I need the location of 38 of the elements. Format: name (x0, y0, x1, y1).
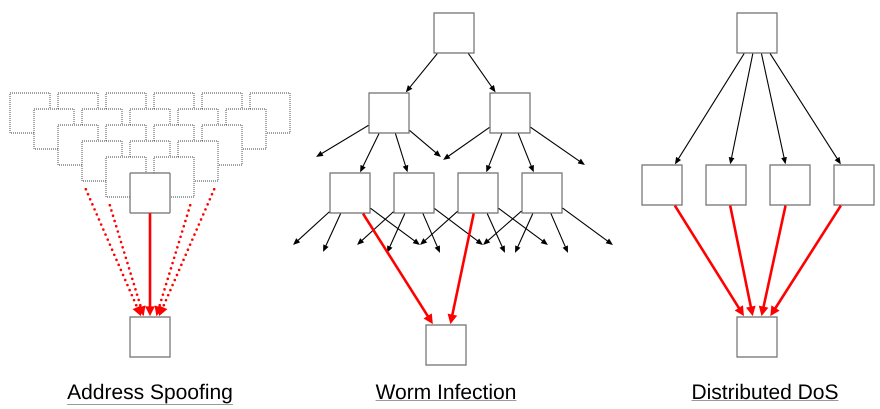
dotted-box (250, 92, 290, 134)
square-box (393, 172, 435, 214)
square-box (433, 12, 475, 54)
dotted-box (58, 92, 98, 110)
panel-title: Distributed DoS (691, 384, 839, 401)
square-box (329, 172, 371, 214)
square-box (833, 164, 875, 206)
square-box (489, 92, 531, 134)
dotted-box (10, 92, 50, 134)
square-box (457, 172, 499, 214)
dotted-box (82, 108, 122, 126)
dotted-box (106, 92, 146, 110)
dotted-box (202, 124, 242, 166)
square-box (425, 324, 467, 366)
square-box (705, 164, 747, 206)
dotted-box (58, 124, 98, 166)
dotted-box (154, 124, 194, 142)
dotted-box (106, 124, 146, 142)
square-box (368, 92, 410, 134)
dotted-box (202, 92, 242, 110)
panel-title: Worm Infection (375, 384, 517, 401)
dotted-box (154, 156, 194, 198)
dotted-box (154, 92, 194, 110)
dotted-box (178, 108, 218, 126)
square-box (736, 12, 778, 54)
dotted-box (178, 140, 218, 182)
square-box (769, 164, 811, 206)
dotted-box (130, 108, 170, 126)
dotted-box (130, 140, 170, 158)
dotted-box (82, 140, 122, 182)
square-box (521, 172, 563, 214)
square-box (736, 316, 778, 358)
dotted-box (106, 156, 146, 198)
dotted-box (34, 108, 74, 150)
dotted-box (226, 108, 266, 150)
square-box (129, 316, 171, 358)
square-box (641, 164, 683, 206)
panel-title: Address Spoofing (66, 384, 234, 405)
